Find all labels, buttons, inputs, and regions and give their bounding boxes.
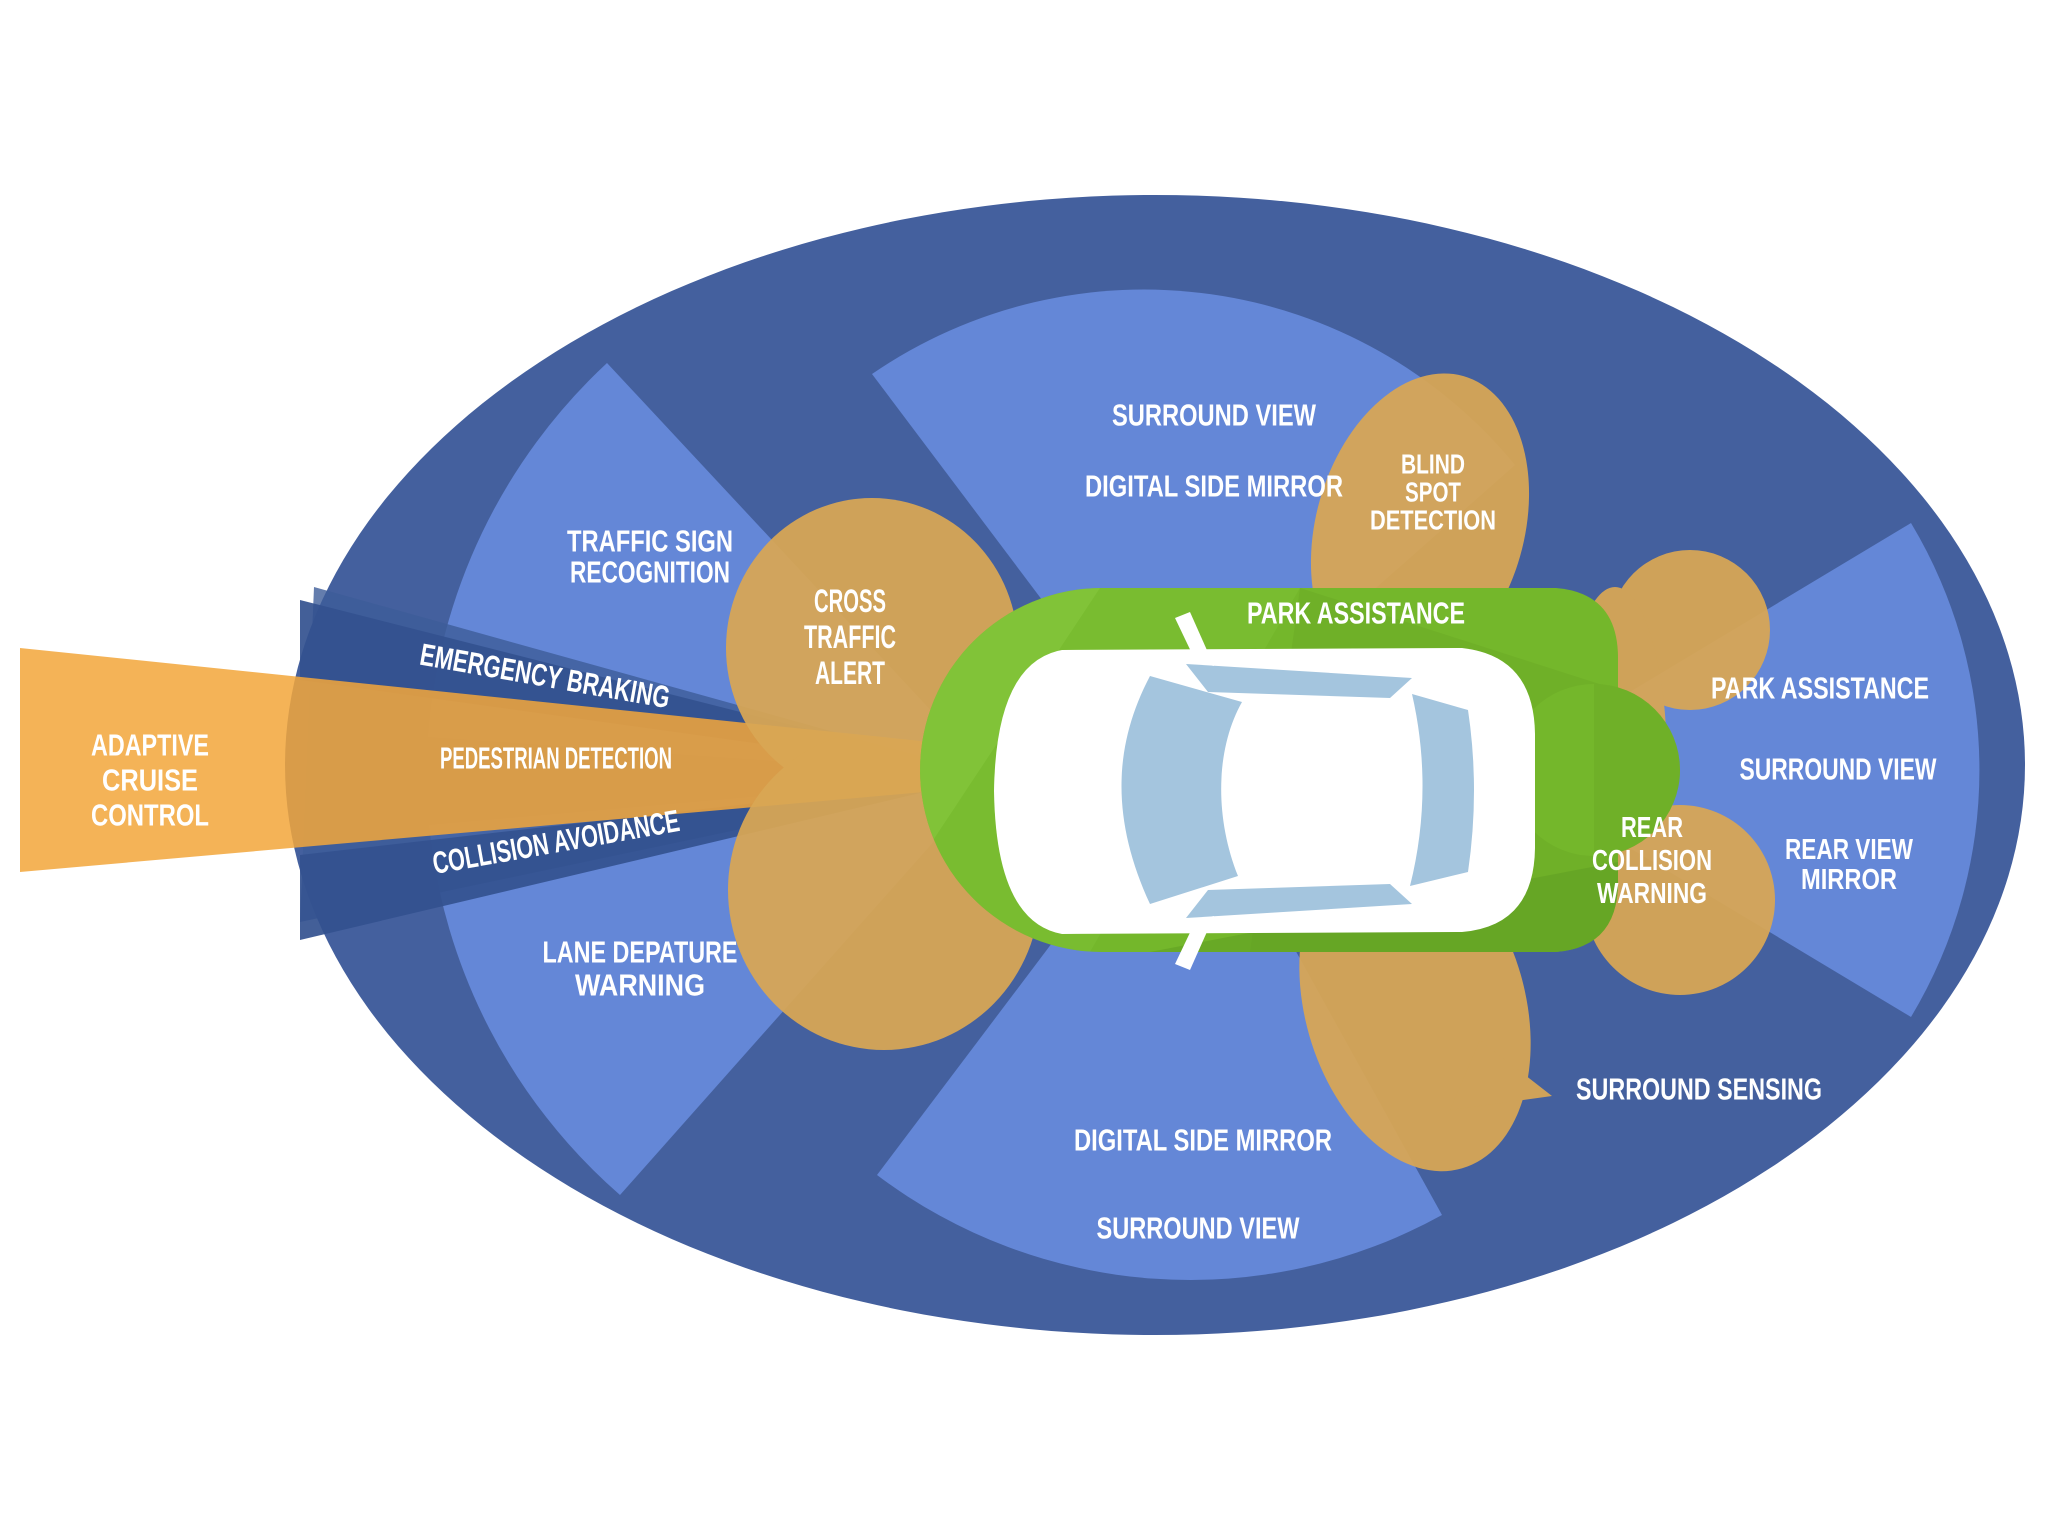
rear-view-sector <box>1500 523 1980 1017</box>
label-adaptive-2: CRUISE <box>102 763 198 798</box>
car-windshield <box>1121 676 1242 904</box>
label-cross-traffic-1: CROSS <box>814 583 886 619</box>
car-mirror-left <box>1175 612 1214 666</box>
park-zone-nose <box>1508 684 1680 856</box>
park-zone-nose-shade <box>1594 684 1680 856</box>
adaptive-cruise-beam <box>20 648 1105 872</box>
label-surround-view-bottom: SURROUND VIEW <box>1097 1211 1301 1246</box>
car-rear-window <box>1410 694 1474 886</box>
label-pedestrian-detection: PEDESTRIAN DETECTION <box>440 741 672 776</box>
label-park-assistance-inner: PARK ASSISTANCE <box>1247 596 1465 631</box>
label-surround-view-rear: SURROUND VIEW <box>1740 752 1938 787</box>
label-blind-spot-1: BLIND <box>1401 449 1465 480</box>
label-lane-departure-1: LANE DEPATURE <box>543 935 738 970</box>
label-blind-spot-2: SPOT <box>1405 477 1461 508</box>
label-adaptive-3: CONTROL <box>91 798 209 833</box>
lobe-pointer-tip <box>1450 1040 1552 1110</box>
label-park-assistance-rear: PARK ASSISTANCE <box>1711 671 1929 706</box>
car-body <box>994 648 1535 934</box>
label-rear-view-mirror-2: MIRROR <box>1801 864 1897 896</box>
label-digital-side-mirror-bottom: DIGITAL SIDE MIRROR <box>1074 1123 1332 1158</box>
car-left-windows <box>1186 664 1412 698</box>
label-rear-collision-1: REAR <box>1621 812 1683 844</box>
bottom-surround-view-sector <box>877 760 1442 1280</box>
top-surround-view-sector <box>872 289 1515 770</box>
label-surround-sensing: SURROUND SENSING <box>1576 1072 1822 1107</box>
label-cross-traffic-2: TRAFFIC <box>804 619 896 655</box>
label-lane-departure-2: WARNING <box>575 968 705 1003</box>
label-surround-view-top: SURROUND VIEW <box>1112 398 1317 433</box>
label-blind-spot-3: DETECTION <box>1370 505 1496 536</box>
label-adaptive-1: ADAPTIVE <box>91 728 209 763</box>
car-top-view-icon <box>994 612 1535 970</box>
label-digital-side-mirror-top: DIGITAL SIDE MIRROR <box>1085 469 1343 504</box>
car-right-windows <box>1186 884 1412 918</box>
label-rear-collision-2: COLLISION <box>1592 845 1712 877</box>
label-rear-view-mirror-1: REAR VIEW <box>1785 834 1913 866</box>
label-cross-traffic-3: ALERT <box>815 655 885 691</box>
label-traffic-sign-2: RECOGNITION <box>570 555 730 590</box>
label-rear-collision-3: WARNING <box>1597 878 1707 910</box>
label-traffic-sign-1: TRAFFIC SIGN <box>567 524 733 559</box>
car-mirror-right <box>1175 916 1214 970</box>
